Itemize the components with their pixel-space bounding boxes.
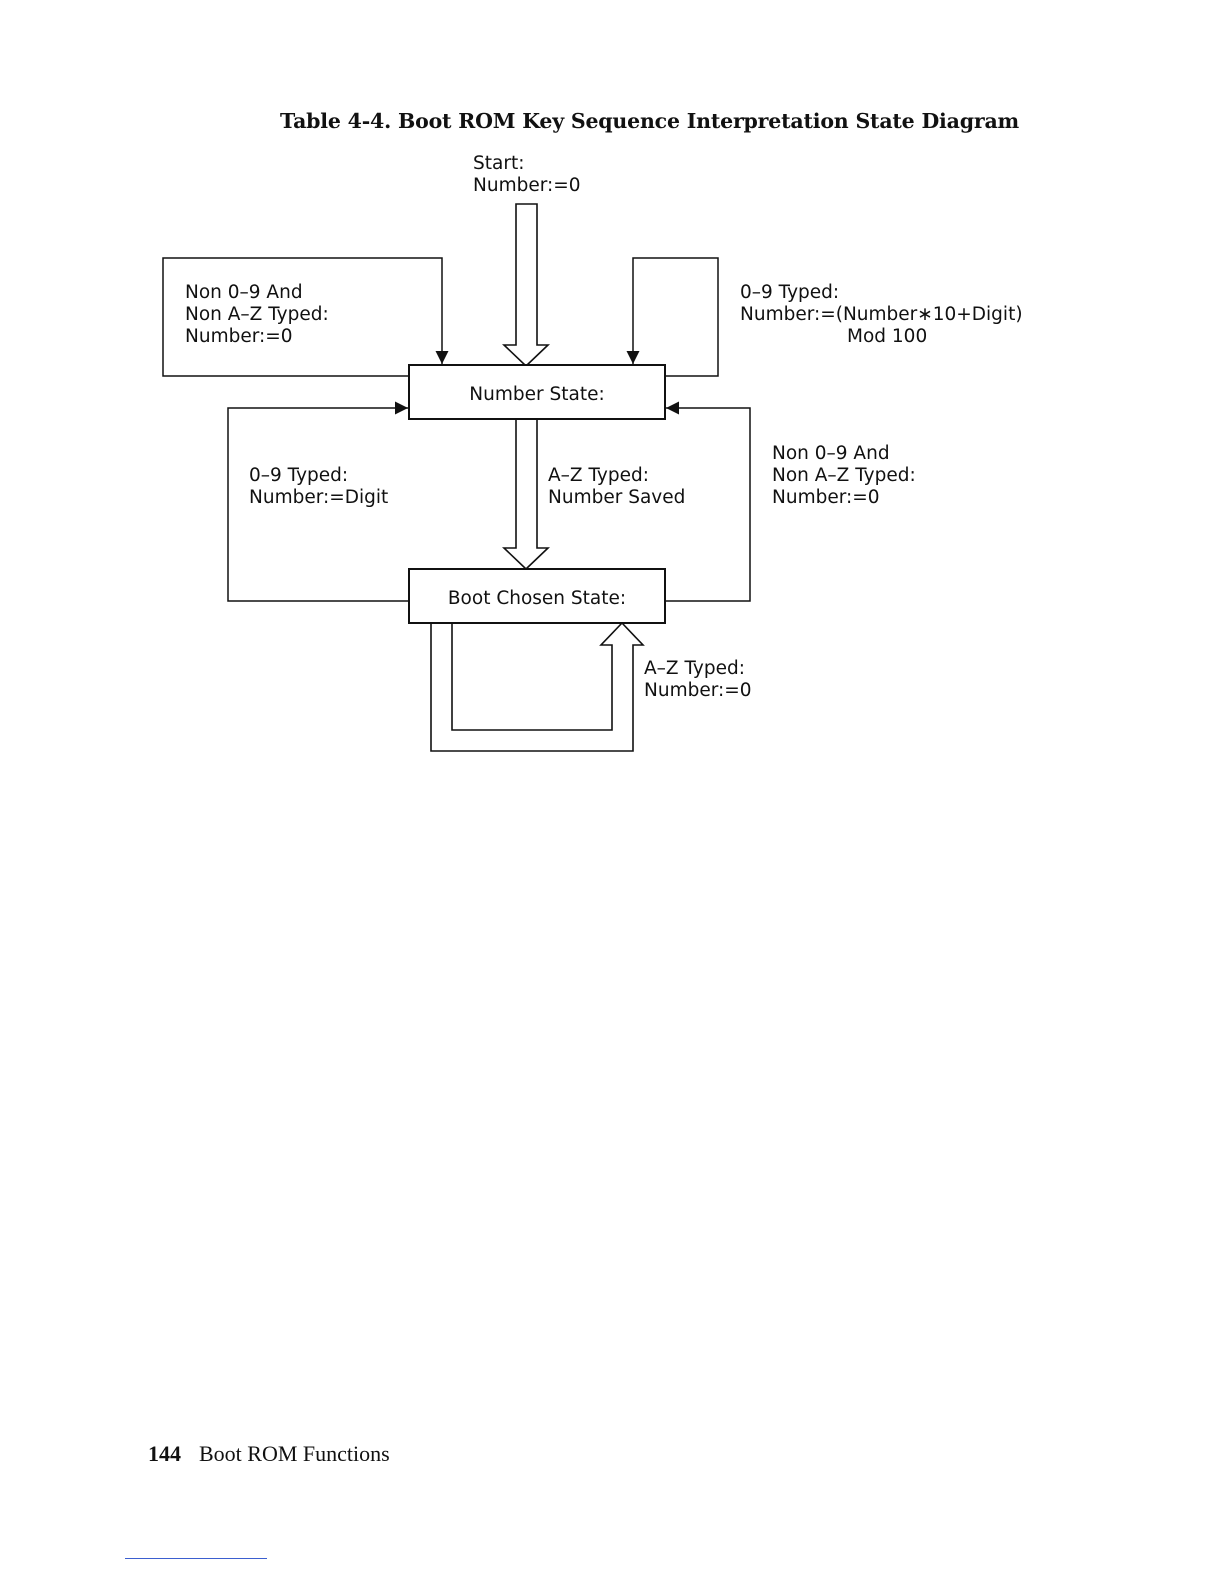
center-label-2: Number Saved (548, 487, 685, 508)
start-arrow (502, 203, 550, 368)
footer-section-title: Boot ROM Functions (199, 1441, 390, 1466)
top-left-transition-line (162, 257, 449, 377)
top-right-label-2: Number:=(Number∗10+Digit) (740, 304, 1023, 325)
bottom-label-1: A–Z Typed: (644, 658, 745, 679)
top-left-label-2: Non A–Z Typed: (185, 304, 329, 325)
diagram-title: Table 4-4. Boot ROM Key Sequence Interpr… (280, 109, 1020, 133)
top-right-label-3: Mod 100 (847, 326, 927, 347)
right-label-1: Non 0–9 And (772, 443, 890, 464)
right-label-2: Non A–Z Typed: (772, 465, 916, 486)
left-label-2: Number:=Digit (249, 487, 388, 508)
right-transition-line (665, 401, 751, 602)
left-label-1: 0–9 Typed: (249, 465, 348, 486)
page-number: 144 (148, 1441, 181, 1466)
top-left-label-3: Number:=0 (185, 326, 293, 347)
bottom-label-2: Number:=0 (644, 680, 752, 701)
right-label-3: Number:=0 (772, 487, 880, 508)
top-left-label-1: Non 0–9 And (185, 282, 303, 303)
center-label-1: A–Z Typed: (548, 465, 649, 486)
boot-chosen-state-box (408, 568, 666, 624)
bottom-loop-arrow (430, 621, 645, 752)
start-label: Start: (473, 153, 524, 174)
page-footer: 144 Boot ROM Functions (148, 1441, 390, 1467)
top-right-label-1: 0–9 Typed: (740, 282, 839, 303)
center-arrow (502, 418, 550, 571)
number-state-label: Number State: (469, 384, 604, 405)
left-transition-line (227, 401, 409, 602)
start-number-label: Number:=0 (473, 175, 581, 196)
boot-chosen-state-label: Boot Chosen State: (448, 588, 626, 609)
bottom-rule (125, 1558, 267, 1559)
number-state-box (408, 364, 666, 420)
top-right-transition-line (626, 257, 719, 377)
